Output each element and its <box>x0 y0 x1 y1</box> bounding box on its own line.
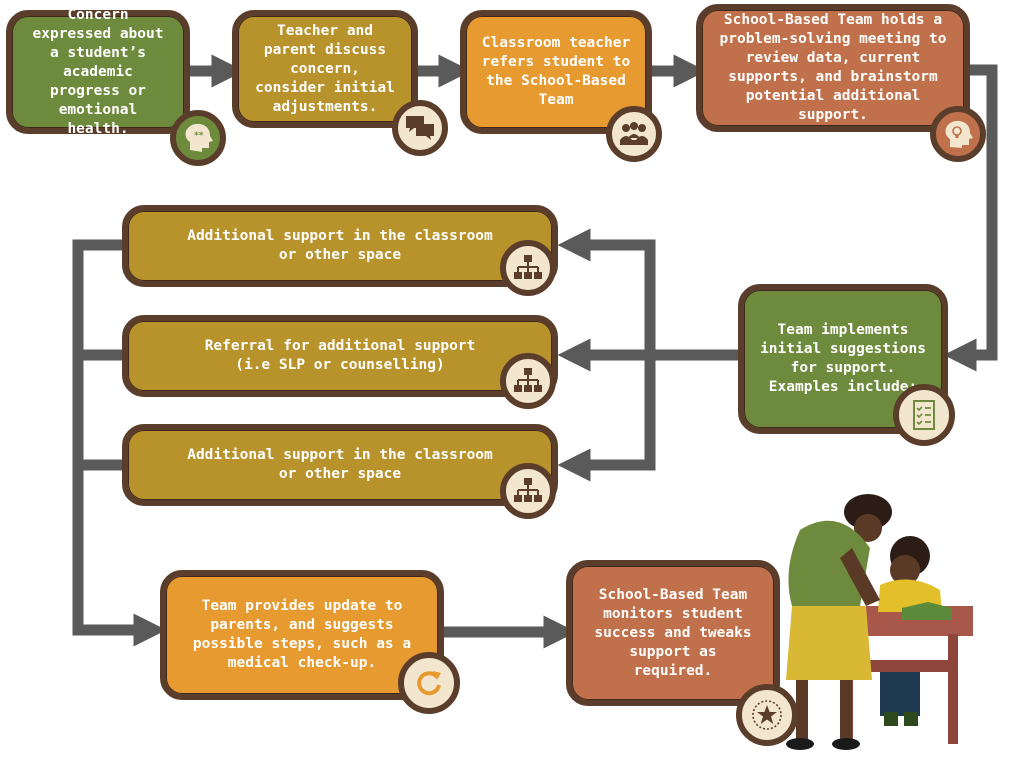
speech-bubbles-icon <box>406 116 434 140</box>
box-option2: Referral for additional support (i.e SLP… <box>122 315 558 397</box>
checklist-icon <box>913 400 935 430</box>
hierarchy-icon <box>514 478 542 502</box>
hierarchy-icon <box>514 255 542 279</box>
star-compass-icon <box>752 700 782 730</box>
lightbulb-head-icon <box>945 120 973 148</box>
box-discuss-text: Teacher and parent discuss concern, cons… <box>255 22 395 115</box>
box-update-text: Team provides update to parents, and sug… <box>192 598 412 671</box>
head-icon: ** <box>185 123 213 152</box>
box-monitor-text: School-Based Team monitors student succe… <box>594 586 752 679</box>
badge-update <box>398 652 460 714</box>
box-meeting: School-Based Team holds a problem-solvin… <box>696 4 970 132</box>
box-discuss: Teacher and parent discuss concern, cons… <box>232 10 418 128</box>
arrow-options-update <box>72 239 167 647</box>
badge-implements <box>893 384 955 446</box>
badge-monitor <box>736 684 798 746</box>
box-option2-text: Referral for additional support (i.e SLP… <box>204 338 476 373</box>
box-update: Team provides update to parents, and sug… <box>160 570 444 700</box>
box-option1: Additional support in the classroom or o… <box>122 205 558 287</box>
badge-option2 <box>500 353 556 409</box>
box-implements-text: Team implements initial suggestions for … <box>760 322 926 395</box>
arrow-implements-option3 <box>557 355 656 482</box>
box-option1-text: Additional support in the classroom or o… <box>187 228 493 263</box>
box-option3-text: Additional support in the classroom or o… <box>187 447 493 482</box>
box-monitor: School-Based Team monitors student succe… <box>566 560 780 706</box>
box-refer-text: Classroom teacher refers student to the … <box>481 35 631 108</box>
svg-text:**: ** <box>194 131 204 141</box>
group-icon <box>620 122 648 145</box>
hierarchy-icon <box>514 368 542 392</box>
arrow-meeting-implements <box>943 64 998 372</box>
arrow-implements-option1 <box>557 228 656 355</box>
box-option3: Additional support in the classroom or o… <box>122 424 558 506</box>
teacher-student-illustration <box>786 494 973 750</box>
badge-concern: ** <box>170 110 226 166</box>
badge-option1 <box>500 240 556 296</box>
badge-discuss <box>392 100 448 156</box>
box-concern: Concern expressed about a student’s acad… <box>6 7 190 137</box>
badge-refer <box>606 106 662 162</box>
badge-meeting <box>930 106 986 162</box>
refresh-icon <box>417 671 441 696</box>
box-meeting-text: School-Based Team holds a problem-solvin… <box>719 12 947 123</box>
badge-option3 <box>500 463 556 519</box>
box-concern-text: Concern expressed about a student’s acad… <box>32 6 164 137</box>
